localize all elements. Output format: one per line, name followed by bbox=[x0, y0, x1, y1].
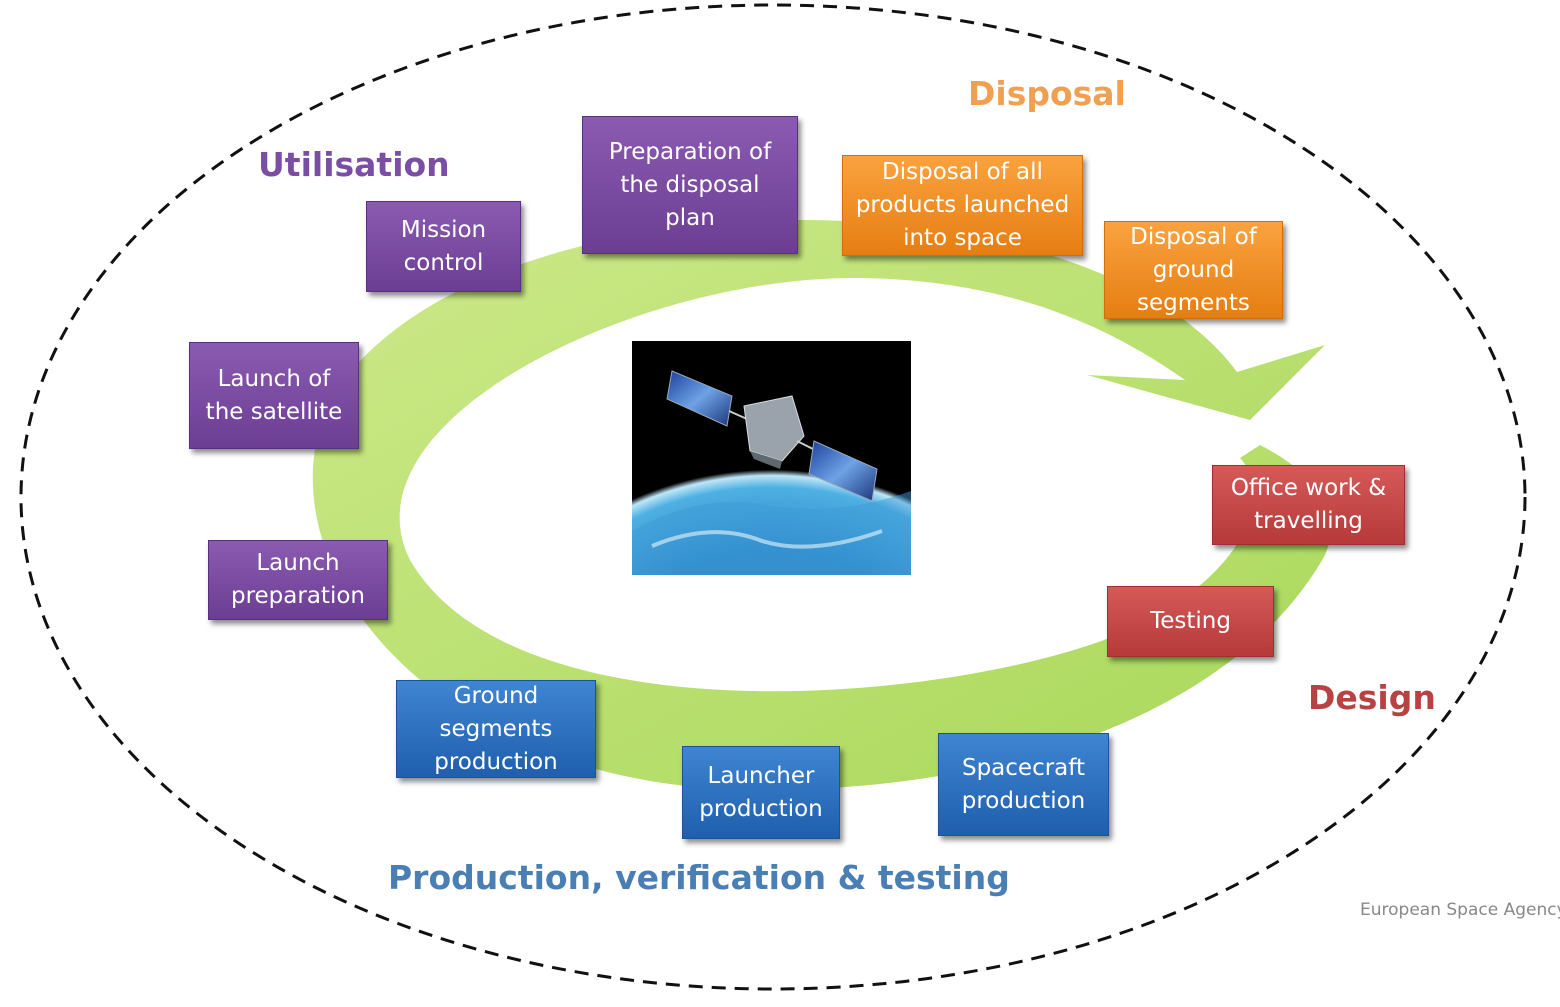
box-preparation-disposal-plan: Preparation of the disposal plan bbox=[582, 116, 798, 254]
box-ground-segments-production: Ground segments production bbox=[396, 680, 596, 778]
phase-label-disposal: Disposal bbox=[968, 74, 1126, 113]
phase-label-design: Design bbox=[1308, 678, 1436, 717]
credit-text: European Space Agency bbox=[1360, 900, 1560, 920]
box-launch-of-satellite: Launch of the satellite bbox=[189, 342, 359, 449]
satellite-image bbox=[632, 341, 911, 575]
box-spacecraft-production: Spacecraft production bbox=[938, 733, 1109, 836]
box-mission-control: Mission control bbox=[366, 201, 521, 292]
box-disposal-all-products: Disposal of all products launched into s… bbox=[842, 155, 1083, 256]
dashed-boundary-ellipse bbox=[19, 3, 1527, 991]
phase-label-production: Production, verification & testing bbox=[388, 858, 1010, 897]
box-launch-preparation: Launch preparation bbox=[208, 540, 388, 620]
box-testing: Testing bbox=[1107, 586, 1274, 657]
box-launcher-production: Launcher production bbox=[682, 746, 840, 839]
box-disposal-ground-segments: Disposal of ground segments bbox=[1104, 221, 1283, 319]
box-office-work-travelling: Office work & travelling bbox=[1212, 465, 1405, 545]
phase-label-utilisation: Utilisation bbox=[258, 145, 450, 184]
